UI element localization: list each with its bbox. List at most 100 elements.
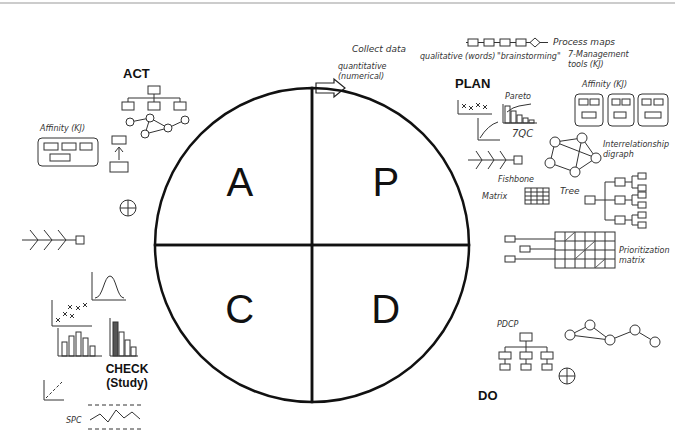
histogram-curve-sketch-part [92,272,126,300]
phase-label: DO [478,388,498,404]
process-map-sketch-part [530,38,540,47]
tree-sketch-part [615,196,625,204]
network-sketch [126,114,189,138]
tree-sketch-part [615,178,625,186]
pareto-sketch-part [523,118,528,123]
pareto-sketch-part [503,104,537,123]
line-chart-sketch-part [478,118,500,140]
pareto-sketch-part [507,104,531,112]
digraph-sketch-part [577,133,587,143]
tool-label-box: quantitative (numerical) [338,62,400,81]
histogram-curve-sketch [92,272,126,300]
pareto-sketch-part [110,318,138,356]
org-chart-sketch-part [122,102,134,110]
plus-symbol [120,200,136,216]
quadrant-outline-path [312,88,469,245]
control-chart-sketch [88,405,142,429]
matrix-sketch-part [525,188,549,204]
pareto-sketch-part [131,347,136,356]
matrix-sketch-part [525,188,549,204]
tool-label-box: Fishbone [498,175,534,185]
phase-label-box: CHECK (Study) [98,362,156,391]
process-map-sketch-part [500,39,510,46]
pdpc-sketch [499,333,553,370]
pareto-sketch-part [505,106,510,123]
org-chart-sketch-part [174,102,186,110]
tool-label: Tree [560,186,580,197]
pareto-sketch-part [119,332,124,356]
tool-label: Affinity (KJ) [582,80,627,90]
tree-sketch [585,173,646,228]
plus-symbol [559,368,575,384]
tool-label: Pareto [505,92,531,102]
quadrant-outline-path [312,245,469,402]
tree-sketch-part [585,196,595,204]
pdpc-sketch-part [541,352,553,359]
phase-label: ACT [123,66,150,82]
plus-symbol-part [120,200,136,216]
fishbone-sketch-part [476,151,506,169]
prioritization-sketch-part [515,239,555,259]
phase-label: PLAN [455,76,490,92]
cycle-quadrant: P [312,88,469,245]
tool-label: 7QC [512,128,533,140]
bar-chart-sketch-part [83,338,88,356]
tool-label-box: Affinity (KJ) [40,124,85,134]
digraph-sketch [545,133,601,177]
prioritization-sketch-part [520,246,530,252]
pdpc-sketch-part [505,341,547,352]
line-chart-sketch-part [480,122,498,138]
tree-sketch-part [595,182,615,220]
process-map-sketch-part [516,39,526,46]
network-sketch [565,320,660,347]
run-chart-sketch-part [46,382,62,398]
cycle-quadrant: C [155,245,312,402]
histogram-curve-sketch-part [95,276,124,298]
prioritization-sketch-part [555,232,615,268]
scatter-sketch-part [52,300,92,326]
tool-label-box: Process maps [553,37,615,48]
tool-label-box: Affinity (KJ) [582,80,627,90]
affinity-sketch-part [614,112,626,118]
digraph-sketch-part [545,158,555,168]
tool-label-box: qualitative (words) [420,52,495,62]
tool-label-box: Pareto [505,92,531,102]
affinity-sketch-part [590,99,599,105]
tool-label: 7-Management tools (KJ) [568,50,640,69]
phase-label-box: ACT [123,66,150,82]
control-chart-sketch-part [90,410,140,422]
org-chart-sketch-part [148,102,160,110]
bar-chart-sketch [58,328,102,356]
control-chart-sketch-part [88,405,142,429]
pdpc-sketch-part [521,364,531,370]
line-chart-sketch [478,118,500,140]
affinity-sketch-part [622,99,630,105]
digraph-sketch-part [570,167,580,177]
pareto-sketch-part [113,322,118,356]
fishbone-sketch-part [22,240,76,241]
affinity-sketch-part [579,99,588,105]
top-rule-part [0,3,675,4]
affinity-sketch [38,136,128,172]
affinity-sketch-part [62,143,76,150]
pareto-sketch-part [517,115,522,123]
tool-label-box: Collect data [352,44,406,55]
tree-sketch-part [638,212,646,218]
pareto-sketch-part [529,120,534,123]
affinity-sketch-part [50,154,70,161]
pareto-sketch-part [511,111,516,123]
pdpc-sketch-part [505,359,547,364]
network-sketch-part [146,114,154,122]
affinity-sketch-part [38,138,98,166]
prioritization-sketch-part [565,232,605,268]
bar-chart-sketch-part [90,346,95,356]
tool-label: Affinity (KJ) [40,124,85,134]
affinity-sketch [575,94,668,126]
pdpc-sketch-part [499,352,511,359]
quadrant-outline-path [155,88,312,245]
fishbone-sketch [468,151,522,169]
digraph-sketch-part [591,153,601,163]
pareto-sketch [110,318,138,356]
affinity-sketch-part [110,162,128,172]
